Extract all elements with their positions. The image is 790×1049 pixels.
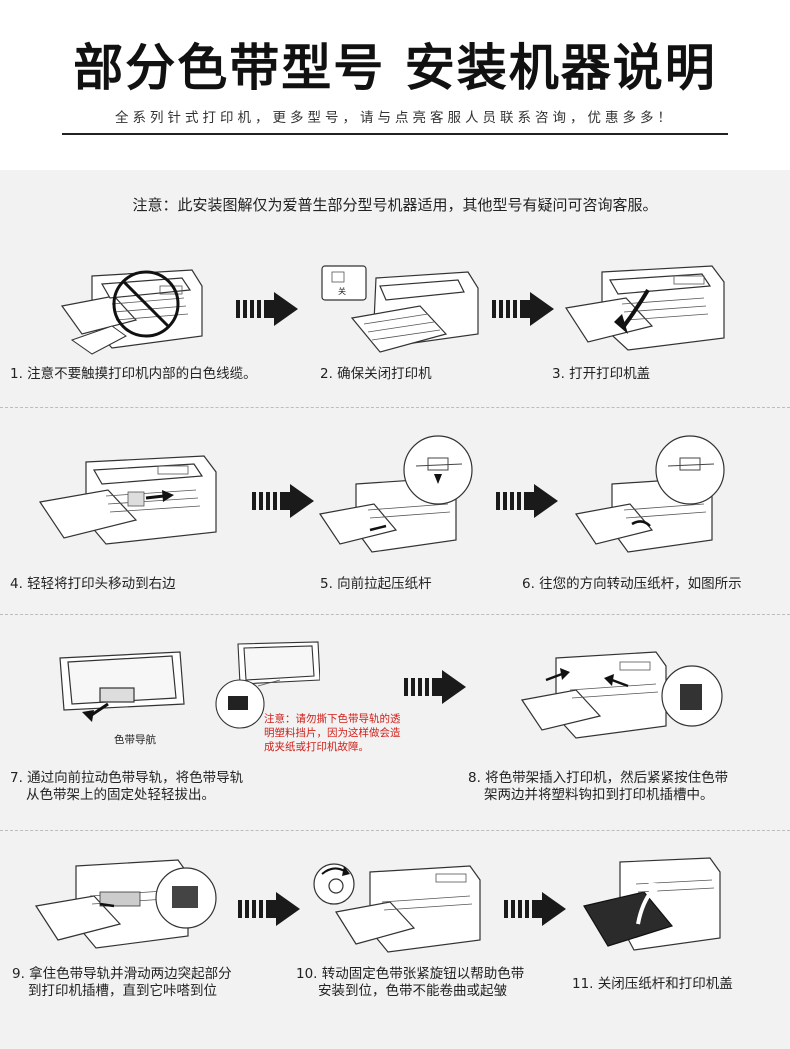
step11-illustration <box>580 854 730 962</box>
step5-illustration <box>316 434 476 560</box>
step8-illustration <box>516 646 726 746</box>
notice-text: 注意：此安装图解仅为爱普生部分型号机器适用，其他型号有疑问可咨询客服。 <box>132 196 658 214</box>
curved-arrow-icon <box>636 882 662 925</box>
power-off-label: 关 <box>338 286 346 296</box>
step11-caption: 11. 关闭压纸杆和打印机盖 <box>572 976 733 992</box>
ribbon-guide-label: 色带导航 <box>114 734 156 746</box>
row-divider <box>0 830 790 831</box>
step9-illustration <box>32 856 218 960</box>
header-rule <box>62 133 728 135</box>
step10-illustration <box>310 860 486 960</box>
step-arrow-icon <box>504 892 566 926</box>
page-title: 部分色带型号 安装机器说明 <box>73 39 717 97</box>
step3-caption: 3. 打开打印机盖 <box>552 366 651 382</box>
step-arrow-icon <box>236 292 298 326</box>
step4-illustration <box>36 446 220 558</box>
page-subtitle: 全系列针式打印机，更多型号，请与点亮客服人员联系咨询，优惠多多！ <box>115 110 675 126</box>
step3-illustration <box>562 256 732 364</box>
prohibited-icon <box>112 270 180 338</box>
warning-note: 注意：请勿撕下色带导轨的透 明塑料挡片，因为这样做会造 成夹纸或打印机故障。 <box>264 712 401 754</box>
step7-detail-illustration <box>214 640 320 732</box>
step-arrow-icon <box>492 292 554 326</box>
row-divider <box>0 407 790 408</box>
header: 部分色带型号 安装机器说明 全系列针式打印机，更多型号，请与点亮客服人员联系咨询… <box>0 0 790 170</box>
curved-arrow-icon <box>614 288 650 334</box>
step6-illustration <box>572 434 732 560</box>
step6-caption: 6. 往您的方向转动压纸杆，如图所示 <box>522 576 742 592</box>
warning-line-3: 成夹纸或打印机故障。 <box>264 741 369 753</box>
warning-line-1: 注意：请勿撕下色带导轨的透 <box>264 713 401 725</box>
step10-caption: 10. 转动固定色带张紧旋钮以帮助色带 安装到位，色带不能卷曲或起皱 <box>296 966 525 999</box>
step1-illustration <box>52 256 212 364</box>
step1-caption: 1. 注意不要触摸打印机内部的白色线缆。 <box>10 366 257 382</box>
step-arrow-icon <box>404 670 466 704</box>
step-arrow-icon <box>496 484 558 518</box>
step4-caption: 4. 轻轻将打印头移动到右边 <box>10 576 176 592</box>
row-divider <box>0 614 790 615</box>
step5-caption: 5. 向前拉起压纸杆 <box>320 576 432 592</box>
step2-caption: 2. 确保关闭打印机 <box>320 366 432 382</box>
step2-illustration: 关 <box>316 260 486 364</box>
step7-caption: 7. 通过向前拉动色带导轨，将色带导轨 从色带架上的固定处轻轻拔出。 <box>10 770 244 803</box>
instructions-panel: 注意：此安装图解仅为爱普生部分型号机器适用，其他型号有疑问可咨询客服。 <box>0 170 790 1049</box>
step-arrow-icon <box>238 892 300 926</box>
step7-cartridge-illustration <box>54 648 186 732</box>
step9-caption: 9. 拿住色带导轨并滑动两边突起部分 到打印机插槽，直到它咔嗒到位 <box>12 966 232 999</box>
warning-line-2: 明塑料挡片，因为这样做会造 <box>264 727 401 739</box>
step8-caption: 8. 将色带架插入打印机，然后紧紧按住色带 架两边并将塑料钩扣到打印机插槽中。 <box>468 770 729 803</box>
step-arrow-icon <box>252 484 314 518</box>
